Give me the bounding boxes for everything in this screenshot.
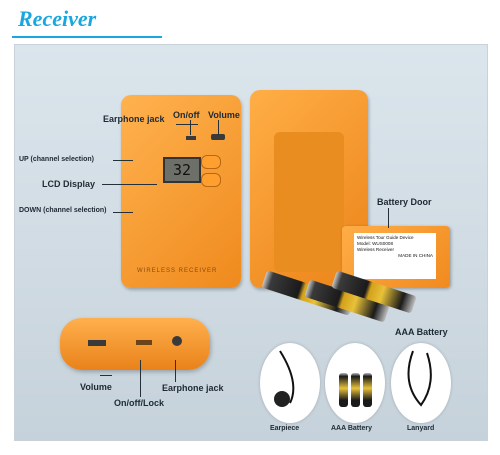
battery-compartment xyxy=(274,132,344,272)
receiver-bottom-view xyxy=(60,318,210,370)
page-title: Receiver xyxy=(18,6,97,31)
label-aaa-battery: AAA Battery xyxy=(395,327,448,337)
accessory-label: AAA Battery xyxy=(331,425,372,432)
door-sticker: Wireless Tour Guide Device Model: WUS000… xyxy=(354,233,436,279)
volume-knob xyxy=(211,134,225,140)
label-volume: Volume xyxy=(208,110,240,120)
accessory-aaa-battery xyxy=(325,343,385,423)
label-up: UP (channel selection) xyxy=(19,156,94,163)
label-earphone-jack-bottom: Earphone jack xyxy=(162,383,224,393)
label-earphone-jack: Earphone jack xyxy=(103,114,165,124)
down-button xyxy=(201,173,221,187)
accessory-earpiece xyxy=(260,343,320,423)
label-lcd: LCD Display xyxy=(42,179,96,189)
accessory-lanyard xyxy=(391,343,451,423)
accessory-label: Earpiece xyxy=(270,425,300,432)
lock-switch xyxy=(136,340,152,345)
volume-wheel xyxy=(88,340,106,346)
lanyard-icon xyxy=(407,350,432,407)
title-underline xyxy=(12,36,162,38)
lcd-display: 32 xyxy=(163,157,201,183)
device-brand-text: WIRELESS RECEIVER xyxy=(137,268,218,274)
accessory-label: Lanyard xyxy=(407,425,435,432)
label-on-off-lock: On/off/Lock xyxy=(114,398,164,408)
power-switch xyxy=(186,136,196,140)
up-button xyxy=(201,155,221,169)
receiver-front: 32 WIRELESS RECEIVER xyxy=(121,95,241,288)
label-battery-door: Battery Door xyxy=(377,197,432,207)
label-down: DOWN (channel selection) xyxy=(19,207,107,214)
earphone-jack xyxy=(172,336,182,346)
label-volume-bottom: Volume xyxy=(80,382,112,392)
earpiece-icon xyxy=(274,350,295,407)
label-on-off: On/off xyxy=(173,110,200,120)
